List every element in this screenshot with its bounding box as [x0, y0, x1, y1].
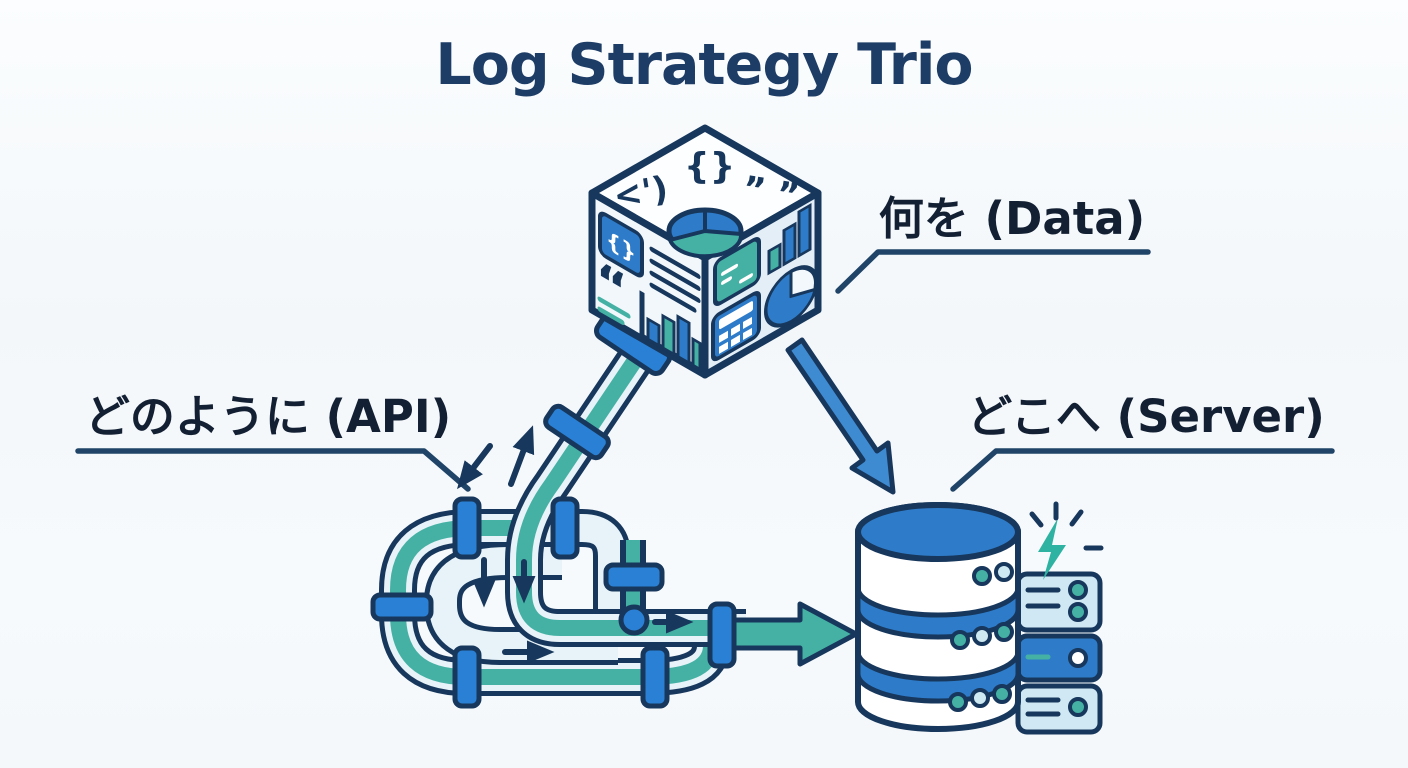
pipe-valve: [618, 604, 650, 636]
flow-arrow-pipes-to-server: [731, 601, 859, 667]
lightning-icon: [1029, 501, 1104, 580]
calculator-icon: [711, 291, 761, 362]
pie-chart-right-icon: [764, 265, 818, 328]
code-glyph: <'): [611, 169, 671, 217]
label-server: どこへ (Server): [967, 390, 1325, 443]
data-node-label: 何を (Data): [835, 192, 1151, 294]
data-cube-icon: <') {} ” ” {} “: [588, 124, 822, 379]
server-node-label: どこへ (Server): [950, 390, 1335, 492]
cube-right-face-content: [711, 203, 818, 362]
flow-direction-arrows: [457, 425, 694, 664]
label-data: 何を (Data): [879, 192, 1145, 245]
pipe-flanges: [370, 312, 737, 709]
server-stack-icon: [855, 501, 1104, 735]
cube-left-face-content: {} “: [596, 211, 702, 372]
flow-arrow-data-to-server: [785, 337, 896, 495]
label-api: どのように (API): [85, 390, 451, 443]
bar-chart-right-icon: [767, 203, 812, 276]
leader-line-api: [75, 448, 471, 492]
bar-chart-left-icon: [639, 290, 702, 372]
leader-line-data: [835, 249, 1151, 294]
api-node-label: どのように (API): [75, 390, 471, 492]
page-title: Log Strategy Trio: [435, 32, 972, 98]
braces-glyph: {}: [684, 146, 735, 187]
notes-panel-icon: [713, 237, 761, 306]
pie-chart-top-icon: [666, 207, 744, 259]
database-cylinder: [855, 502, 1021, 732]
leader-line-server: [950, 448, 1335, 492]
server-rack: [1015, 571, 1103, 735]
quotes-glyph: ” ”: [740, 168, 802, 216]
pipeline-icon: [370, 312, 859, 709]
